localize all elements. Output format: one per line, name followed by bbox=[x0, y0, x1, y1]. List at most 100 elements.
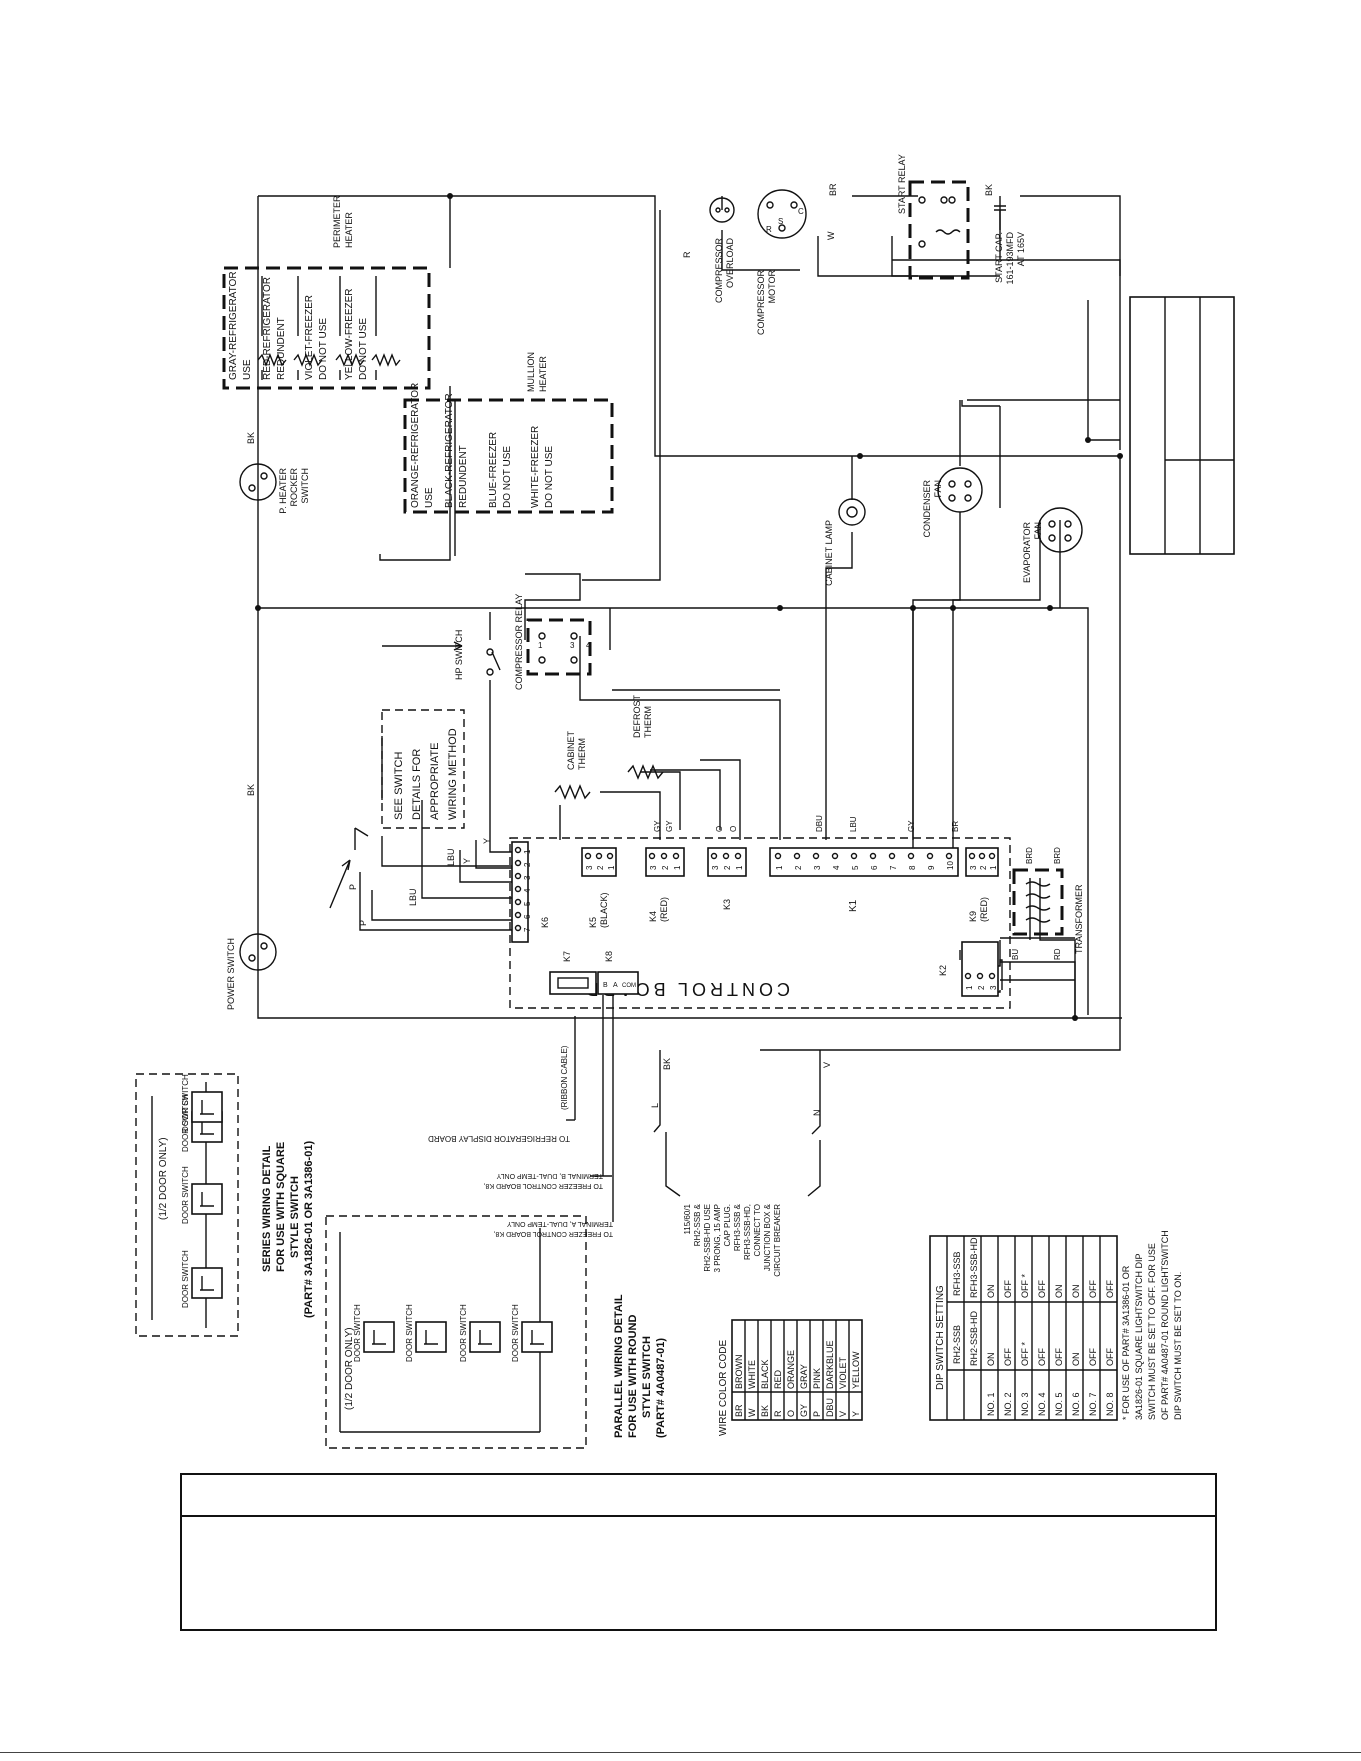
svg-text:V: V bbox=[822, 1062, 832, 1068]
dip-rfh3-value: OFF bbox=[1037, 1280, 1047, 1298]
color-code-abbr: W bbox=[747, 1408, 757, 1417]
pin bbox=[888, 852, 896, 860]
mullion-heater-item: DO NOT USE bbox=[544, 446, 555, 508]
power-note-line: RH2-SSB & bbox=[693, 1203, 702, 1246]
dip-footnote-line: SWITCH MUST BE SET TO OFF. FOR USE bbox=[1147, 1243, 1157, 1420]
cabinet-thermistor: CABINET THERM bbox=[554, 730, 591, 800]
dip-rfh3-value: ON bbox=[986, 1285, 996, 1299]
svg-text:WIRING METHOD: WIRING METHOD bbox=[447, 728, 459, 820]
dip-row-label: NO. 2 bbox=[1003, 1392, 1013, 1416]
svg-text:BR: BR bbox=[828, 183, 838, 196]
power-note-line: CAP PLUG. bbox=[723, 1204, 732, 1247]
svg-text:BU: BU bbox=[1011, 949, 1020, 960]
compressor-relay: 1 3 4 COMPRESSOR RELAY bbox=[514, 594, 592, 690]
svg-text:HP SWITCH: HP SWITCH bbox=[454, 630, 464, 680]
svg-text:(PART# 4A0487-01): (PART# 4A0487-01) bbox=[655, 1338, 667, 1438]
svg-text:PERIMETER: PERIMETER bbox=[332, 195, 342, 248]
color-code-name: RED bbox=[773, 1369, 783, 1389]
pin-label: 2 bbox=[596, 865, 605, 870]
svg-text:EVAPORATOR: EVAPORATOR bbox=[1022, 522, 1032, 584]
board-wire-labels: P P LBU LBU Y Y GY GY O O DBU LBU GY BR … bbox=[348, 815, 960, 1116]
defrost-thermistor: DEFROST THERM bbox=[627, 694, 664, 780]
pin-label: 3 bbox=[813, 865, 822, 870]
svg-text:COMPRESSOR: COMPRESSOR bbox=[756, 270, 766, 336]
svg-text:GY: GY bbox=[665, 820, 674, 832]
svg-text:FOR USE WITH SQUARE: FOR USE WITH SQUARE bbox=[275, 1142, 287, 1272]
pin-label: 9 bbox=[927, 865, 936, 870]
pin-label: 5 bbox=[523, 901, 532, 906]
color-code-abbr: R bbox=[773, 1410, 783, 1417]
svg-text:R: R bbox=[766, 225, 772, 234]
svg-text:POWER SWITCH: POWER SWITCH bbox=[226, 938, 236, 1010]
svg-text:SEE SWITCH: SEE SWITCH bbox=[393, 751, 405, 820]
resistor-symbol bbox=[371, 353, 401, 367]
pin-label: 3 bbox=[585, 865, 594, 870]
pin-label: 1 bbox=[775, 865, 784, 870]
svg-text:(1/2 DOOR ONLY): (1/2 DOOR ONLY) bbox=[344, 1327, 355, 1410]
svg-text:STYLE SWITCH: STYLE SWITCH bbox=[289, 1176, 301, 1258]
svg-text:CONDENSER: CONDENSER bbox=[922, 480, 932, 538]
svg-text:FAN: FAN bbox=[1033, 522, 1043, 540]
dip-rh2-value: OFF bbox=[1003, 1348, 1013, 1366]
perimeter-heater-item: VIOLET-FREEZER bbox=[304, 295, 315, 380]
svg-text:(RED): (RED) bbox=[979, 897, 989, 922]
color-code-name: GRAY bbox=[799, 1364, 809, 1389]
dip-col-group: RH2-SSB bbox=[952, 1325, 962, 1364]
evaporator-fan: EVAPORATOR FAN bbox=[1022, 507, 1083, 584]
svg-text:W: W bbox=[826, 231, 836, 240]
mullion-heater-item: USE bbox=[424, 487, 435, 508]
svg-text:SWITCH: SWITCH bbox=[300, 468, 310, 504]
svg-text:START CAP.: START CAP. bbox=[994, 232, 1004, 283]
dip-rh2-value: OFF bbox=[1054, 1348, 1064, 1366]
door-switch bbox=[521, 1321, 553, 1353]
pin-label: 1 bbox=[735, 865, 744, 870]
svg-text:OVERLOAD: OVERLOAD bbox=[725, 238, 735, 289]
svg-text:TO FREEZER CONTROL BOARD K8,: TO FREEZER CONTROL BOARD K8, bbox=[484, 1182, 603, 1189]
dip-rfh3-value: OFF bbox=[1088, 1280, 1098, 1298]
svg-text:LBU: LBU bbox=[849, 816, 858, 832]
svg-text:K2: K2 bbox=[938, 965, 948, 976]
color-code-abbr: DBU bbox=[825, 1398, 835, 1417]
power-note-line: RH2-SSB-HD USE bbox=[703, 1204, 712, 1272]
see-switch-note: SEE SWITCH DETAILS FOR APPROPRIATE WIRIN… bbox=[381, 709, 465, 829]
color-code-abbr: Y bbox=[851, 1411, 861, 1417]
pin-label: 8 bbox=[908, 865, 917, 870]
compressor-motor: S C R COMPRESSOR MOTOR BR W bbox=[756, 183, 838, 335]
mullion-heater-item: DO NOT USE bbox=[502, 446, 513, 508]
svg-text:START RELAY: START RELAY bbox=[897, 154, 907, 214]
svg-text:CABINET: CABINET bbox=[566, 730, 576, 770]
perimeter-heater-item: GRAY-REFRIGERATOR bbox=[228, 271, 239, 380]
start-capacitor: START CAP. 161-193MFD AT 165V bbox=[994, 196, 1026, 285]
hp-switch: HP SWITCH bbox=[382, 630, 501, 680]
svg-text:C: C bbox=[798, 207, 804, 216]
svg-text:P: P bbox=[348, 884, 358, 890]
svg-text:K1: K1 bbox=[848, 899, 859, 912]
svg-text:THERM: THERM bbox=[643, 706, 653, 738]
door-switch bbox=[363, 1321, 395, 1353]
door-switch bbox=[191, 1183, 223, 1215]
svg-text:K6: K6 bbox=[540, 917, 550, 928]
perimeter-heater-item: DO NOT USE bbox=[358, 318, 369, 380]
door-switch-label: DOOR SWITCH bbox=[511, 1304, 520, 1362]
pin-label: 2 bbox=[661, 865, 670, 870]
pin bbox=[968, 852, 976, 860]
svg-text:FAN: FAN bbox=[933, 480, 943, 498]
pin-label: 2 bbox=[977, 985, 986, 990]
color-code-abbr: O bbox=[786, 1410, 796, 1417]
wire-color-code: WIRE COLOR CODE BRBROWNWWHITEBKBLACKRRED… bbox=[718, 1319, 863, 1436]
svg-text:A: A bbox=[613, 982, 618, 989]
dip-row-label: NO. 4 bbox=[1037, 1392, 1047, 1416]
pin bbox=[722, 852, 730, 860]
pin bbox=[850, 852, 858, 860]
pin bbox=[710, 852, 718, 860]
pin bbox=[660, 852, 668, 860]
svg-text:GY: GY bbox=[907, 820, 916, 832]
